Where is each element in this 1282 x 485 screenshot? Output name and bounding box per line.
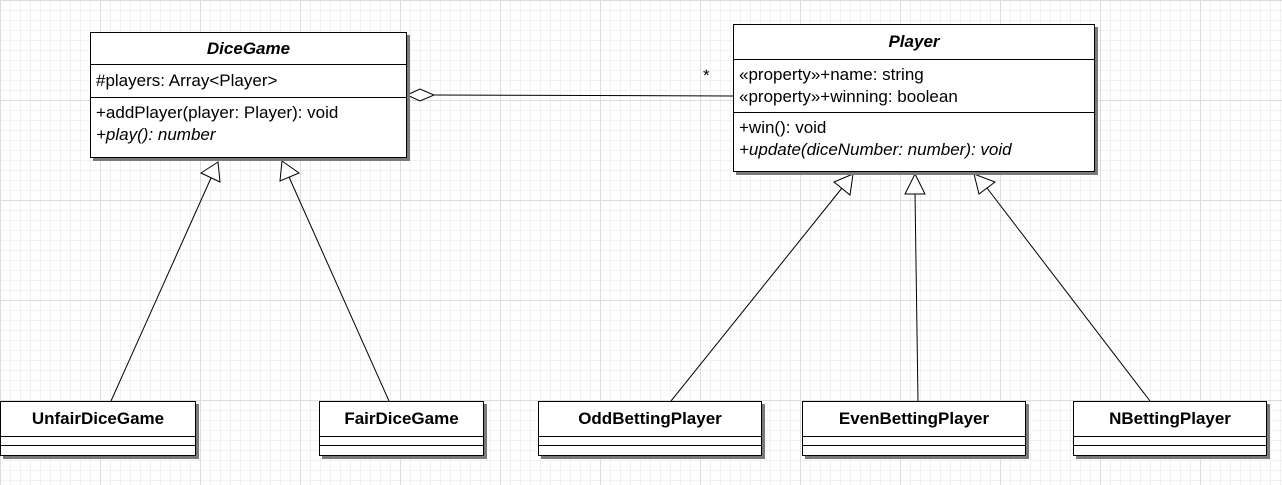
generalization-arrow-odd: [833, 173, 854, 196]
attribute-section: [1074, 437, 1266, 446]
class-player[interactable]: Player «property»+name: string «property…: [733, 24, 1095, 172]
attribute: «property»+winning: boolean: [739, 87, 958, 106]
method-section: [539, 446, 761, 455]
attribute-section: «property»+name: string «property»+winni…: [734, 60, 1094, 113]
attribute: #players: Array<Player>: [96, 71, 278, 90]
class-evenbettingplayer[interactable]: EvenBettingPlayer: [802, 401, 1026, 456]
class-title: DiceGame: [91, 33, 406, 65]
generalization-line-fair: [288, 176, 390, 402]
method-section: [803, 446, 1025, 455]
class-fairdicegame[interactable]: FairDiceGame: [319, 401, 484, 456]
class-title: UnfairDiceGame: [1, 402, 195, 437]
attribute: «property»+name: string: [739, 65, 924, 84]
generalization-arrow-unfair: [199, 161, 221, 183]
method-section: +win(): void +update(diceNumber: number)…: [734, 113, 1094, 161]
class-unfairdicegame[interactable]: UnfairDiceGame: [0, 401, 196, 456]
class-title: EvenBettingPlayer: [803, 402, 1025, 437]
generalization-line-even: [914, 192, 919, 402]
attribute-section: [803, 437, 1025, 446]
method-abstract: +play(): number: [96, 125, 216, 144]
method-section: [320, 446, 483, 455]
generalization-line-odd: [670, 187, 843, 402]
aggregation-diamond: [405, 88, 436, 102]
method: +win(): void: [739, 118, 827, 137]
class-dicegame[interactable]: DiceGame #players: Array<Player> +addPla…: [90, 32, 407, 158]
attribute-section: [320, 437, 483, 446]
aggregation-line: [433, 94, 734, 97]
method-section: +addPlayer(player: Player): void +play()…: [91, 98, 406, 146]
attribute-section: #players: Array<Player>: [91, 65, 406, 98]
class-title: FairDiceGame: [320, 402, 483, 437]
generalization-arrow-even: [904, 172, 926, 195]
attribute-section: [539, 437, 761, 446]
generalization-line-unfair: [110, 177, 212, 402]
generalization-arrow-fair: [279, 160, 301, 182]
class-oddbettingplayer[interactable]: OddBettingPlayer: [538, 401, 762, 456]
class-title: NBettingPlayer: [1074, 402, 1266, 437]
class-title: OddBettingPlayer: [539, 402, 761, 437]
generalization-arrow-nbet: [973, 173, 997, 195]
generalization-line-nbet: [986, 187, 1151, 402]
method-abstract: +update(diceNumber: number): void: [739, 140, 1012, 159]
class-nbettingplayer[interactable]: NBettingPlayer: [1073, 401, 1267, 456]
method-section: [1, 446, 195, 455]
method: +addPlayer(player: Player): void: [96, 103, 339, 122]
association-multiplicity: *: [703, 66, 710, 85]
method-section: [1074, 446, 1266, 455]
attribute-section: [1, 437, 195, 446]
class-title: Player: [734, 25, 1094, 60]
